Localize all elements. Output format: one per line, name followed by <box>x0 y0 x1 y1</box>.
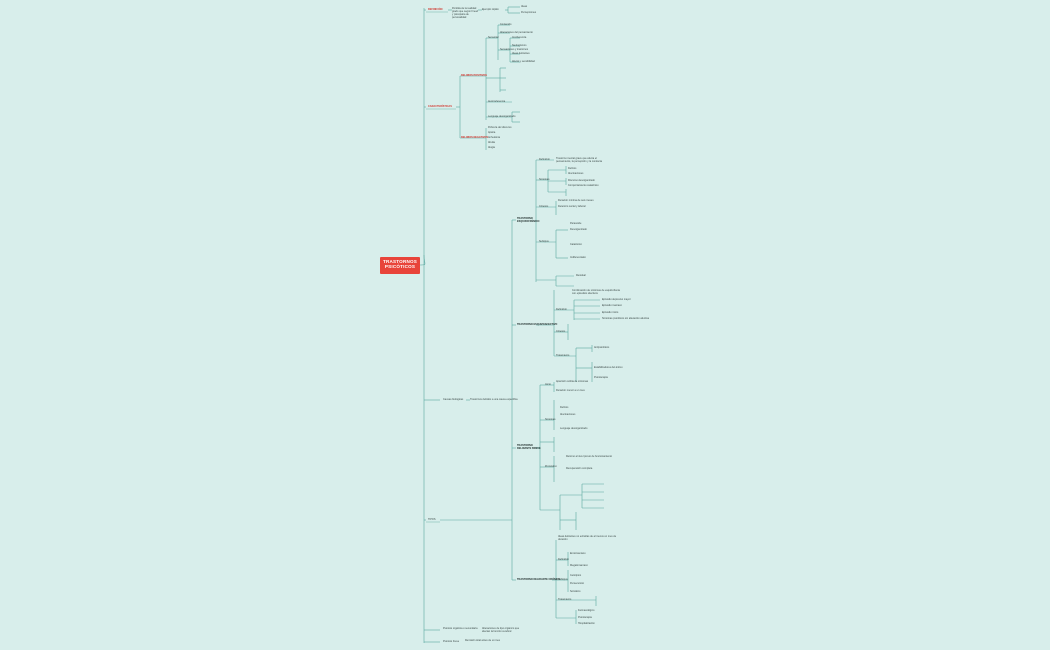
s2-group-2: Criterios <box>556 330 566 333</box>
s3-g1-item-1: Aparición súbita de síntomas <box>556 380 589 383</box>
s1-g4-item-5: Residual <box>576 274 586 277</box>
tipo-section-4[interactable]: TRASTORNO DELIRANTE CRÓNICO <box>517 578 561 581</box>
s1-g2-item-4: Comportamiento catatónico <box>568 184 599 187</box>
caract-item-10: Lenguaje desorganizado <box>488 115 516 118</box>
caract-item-8: Afecto y sensibilidad <box>512 60 535 63</box>
s2-group-3: Tratamiento <box>556 354 570 357</box>
s3-g3-item-1: Retorno al nivel previo de funcionamient… <box>566 455 612 458</box>
caract-item-2: Contenido <box>500 23 512 26</box>
root-node[interactable]: TRASTORNOS PSICÓTICOS <box>380 257 420 274</box>
delirios-negativos[interactable]: DELIRIOS NEGATIVOS <box>461 136 489 139</box>
s4-g2-item-4: Persecutorio <box>570 582 585 585</box>
s4-g3-item-2: Psicoterapia <box>578 616 592 619</box>
branch-psicosis-organica[interactable]: Psicosis orgánica o secundaria <box>443 627 478 630</box>
s1-g4-item-1: Paranoide <box>570 222 582 225</box>
caract-item-9: Autorreferencia <box>488 100 506 103</box>
neg-item-4: Abulia <box>488 141 495 144</box>
s3-group-1: Inicio <box>545 383 551 386</box>
neg-item-2: Apatía <box>488 131 496 134</box>
tipo-section-3[interactable]: TRASTORNO DELIRANTE BREVE <box>517 444 541 450</box>
branch-causas[interactable]: Causas biológicas <box>443 398 464 401</box>
s4-g3-item-3: Hospitalización <box>578 622 595 625</box>
s3-g2-item-1: Delirios <box>560 406 569 409</box>
s2-g3-item-2: Estabilizadores del ánimo <box>594 366 623 369</box>
s1-group-2: Síntomas <box>539 178 550 181</box>
definicion-detail: Pérdida de la realidad grado que según F… <box>452 7 478 19</box>
s2-g2-item-3: Episodio mixto <box>602 311 619 314</box>
tipo-section-2[interactable]: TRASTORNO ESQUIZOAFECTIVO <box>517 323 558 326</box>
root-label: TRASTORNOS PSICÓTICOS <box>382 259 418 270</box>
s1-g4-item-3: Catatónico <box>570 243 582 246</box>
tipo-section-1[interactable]: TRASTORNO ESQUIZOFRÉNICO <box>517 217 540 223</box>
s1-g4-item-2: Desorganizado <box>570 228 587 231</box>
s1-g1-item-1: Trastorno mental grave que afecta el pen… <box>556 157 603 163</box>
s2-g2-item-4: Síntomas psicóticos sin alteración afect… <box>602 317 649 320</box>
caract-item-3: Alteraciones del pensamiento <box>500 31 533 34</box>
caract-item-7: Ideas delirantes <box>512 52 530 55</box>
s3-g3-item-2: Recuperación completa <box>566 467 593 470</box>
s1-group-1: Definición <box>539 158 550 161</box>
s4-g2-item-1: Erotomaníaco <box>570 552 586 555</box>
s3-g2-item-2: Alucinaciones <box>560 413 576 416</box>
caract-item-4: Sensaciones y trastornos <box>500 48 529 51</box>
s4-group-1: Definición <box>558 558 569 561</box>
causas-detail: Trastornos debidos a una causa específic… <box>470 398 518 401</box>
s1-group-3: Criterios <box>539 205 549 208</box>
definicion-sub: Ejemplo rápido <box>482 8 499 11</box>
s2-g2-item-2: Episodio maníaco <box>602 304 622 307</box>
delirios-positivos[interactable]: DELIRIOS POSITIVOS <box>461 74 487 77</box>
caract-item-1: Sensorial <box>488 36 499 39</box>
s4-g1-item-1: Ideas delirantes no extrañas de al menos… <box>558 535 617 541</box>
s1-g3-item-1: Duración mínima de seis meses <box>558 199 594 202</box>
psicosis-organica-detail: Alteraciones de tipo orgánico que afecta… <box>482 627 520 633</box>
s2-group-1: Definición <box>556 308 567 311</box>
branch-otros[interactable]: Psicosis breve <box>443 640 460 643</box>
s1-g3-item-2: Deterioro social y laboral <box>558 205 586 208</box>
s2-g2-item-1: Episodio depresivo mayor <box>602 298 631 301</box>
s3-g2-item-3: Lenguaje desorganizado <box>560 427 588 430</box>
s4-g3-item-1: Farmacológico <box>578 609 595 612</box>
neg-item-3: Anhedonia <box>488 136 500 139</box>
s1-g2-item-3: Discurso desorganizado <box>568 179 595 182</box>
s3-group-2: Síntomas <box>545 418 556 421</box>
s1-g2-item-2: Alucinaciones <box>568 172 584 175</box>
definicion-item-1: Ideas <box>521 5 528 8</box>
s4-group-2: Subtipos <box>558 578 568 581</box>
otros-detail: Remisión total antes de un mes <box>465 639 501 642</box>
neg-item-5: Alogia <box>488 146 495 149</box>
neg-item-1: Pobreza del discurso <box>488 126 512 129</box>
s2-g3-item-3: Psicoterapia <box>594 376 608 379</box>
branch-tipos[interactable]: TIPOS <box>428 518 436 521</box>
definicion-item-2: Percepciones <box>521 11 537 14</box>
branch-caracteristicas[interactable]: CARACTERÍSTICAS <box>428 105 452 108</box>
caract-item-6: Neologismos <box>512 44 527 47</box>
branch-definicion[interactable]: DEFINICIÓN <box>428 8 443 11</box>
s3-group-3: Pronóstico <box>545 465 557 468</box>
s3-g1-item-2: Duración menor a un mes <box>556 389 585 392</box>
s4-g2-item-3: Celotípico <box>570 574 582 577</box>
s1-g4-item-4: Indiferenciado <box>570 256 586 259</box>
s2-g1-item-1: Combinación de síntomas de esquizofrenia… <box>572 289 620 295</box>
s4-group-3: Tratamiento <box>558 598 572 601</box>
s1-group-4: Subtipos <box>539 240 549 243</box>
s4-g2-item-2: Megalomaníaco <box>570 564 588 567</box>
s2-g3-item-1: Antipsicóticos <box>594 346 610 349</box>
s1-g2-item-1: Delirios <box>568 167 577 170</box>
caract-item-5: Incoherencia <box>512 36 527 39</box>
s4-g2-item-5: Somático <box>570 590 581 593</box>
